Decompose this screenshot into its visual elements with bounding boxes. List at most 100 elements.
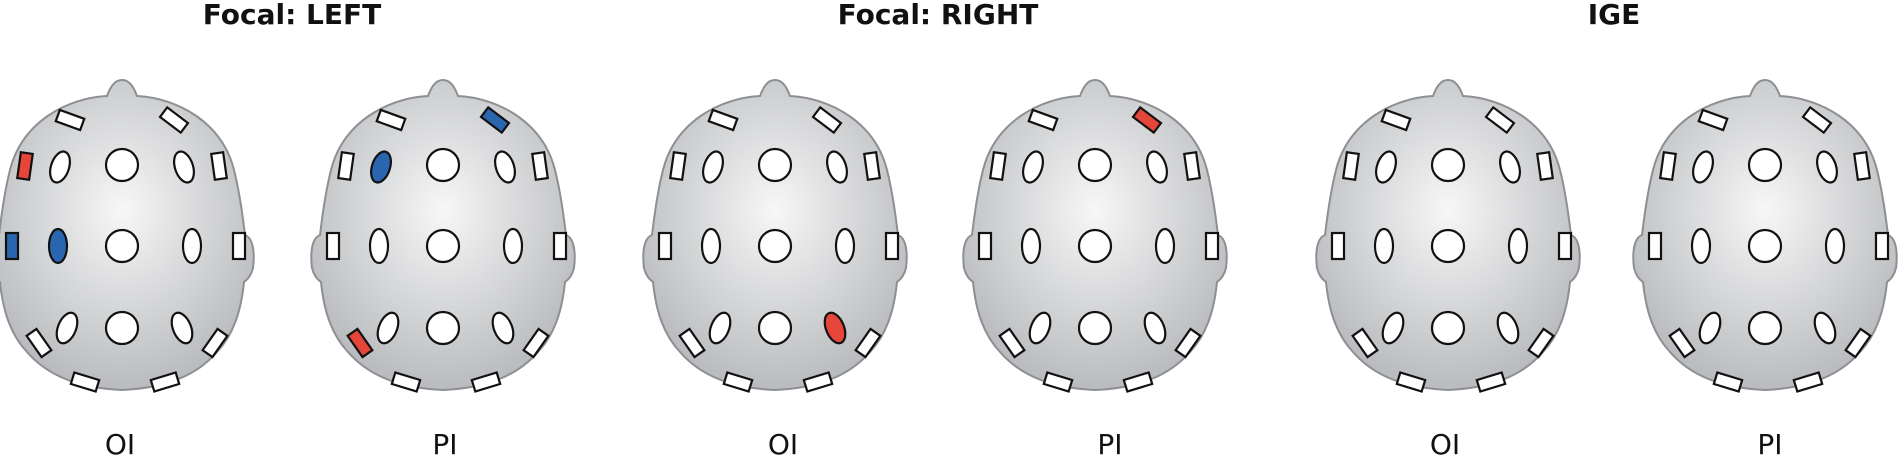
head-svg [310, 78, 576, 393]
electrode-left-lower-diag [1351, 327, 1379, 359]
electrode-center-mid [757, 228, 793, 264]
electrode-center-mid [1077, 228, 1113, 264]
electrode-right-mid-oval [1154, 227, 1176, 265]
electrode-right-ear [231, 231, 247, 261]
electrode-right-back-oval [823, 311, 847, 345]
electrode-left-lower-diag [346, 327, 374, 359]
electrode-right-front-oval [826, 150, 848, 184]
electrode-left-front-oval [370, 150, 392, 184]
electrode-left-mid-oval [1690, 227, 1712, 265]
electrode-left-side-upper [669, 151, 687, 181]
electrode-right-back-oval [491, 311, 515, 345]
head-label-focal-left-pi: PI [432, 428, 458, 461]
electrode-right-lower-diag [201, 327, 229, 359]
electrode-left-side-upper [1659, 151, 1677, 181]
head-label-focal-right-oi: OI [767, 428, 799, 461]
electrode-right-mid-oval [181, 227, 203, 265]
electrode-right-mid-oval [502, 227, 524, 265]
electrode-right-lower-diag [522, 327, 550, 359]
head-svg [1632, 78, 1898, 393]
electrode-right-mid-oval [1507, 227, 1529, 265]
electrode-right-side-upper [531, 151, 549, 181]
electrode-right-side-upper [1536, 151, 1554, 181]
electrode-right-lower-diag [1527, 327, 1555, 359]
electrode-center-front [1077, 147, 1113, 183]
electrode-left-lower-diag [678, 327, 706, 359]
electrode-right-bottom [1122, 371, 1154, 393]
electrode-center-mid [104, 228, 140, 264]
head-diagram-focal-right-oi [640, 78, 910, 395]
electrode-left-mid-oval [1020, 227, 1042, 265]
electrode-left-mid-oval [368, 227, 390, 265]
head-svg [642, 78, 908, 393]
electrode-right-bottom [1792, 371, 1824, 393]
electrode-left-bottom [390, 371, 422, 393]
head-svg [0, 78, 255, 393]
electrode-center-mid [1747, 228, 1783, 264]
electrode-center-mid [1430, 228, 1466, 264]
head-label-ige-pi: PI [1757, 428, 1783, 461]
electrode-center-back [1430, 310, 1466, 346]
electrode-left-side-upper [337, 151, 355, 181]
electrode-right-top [479, 105, 511, 135]
electrode-left-ear [1647, 231, 1663, 261]
electrode-right-lower-diag [1844, 327, 1872, 359]
electrode-left-lower-diag [1668, 327, 1696, 359]
head-label-ige-oi: OI [1429, 428, 1461, 461]
electrode-right-top [158, 105, 190, 135]
head-diagram-focal-right-pi [960, 78, 1230, 395]
electrode-right-top [1131, 105, 1163, 135]
electrode-center-back [1747, 310, 1783, 346]
electrode-left-back-oval [376, 311, 400, 345]
head-diagram-focal-left-oi [0, 78, 257, 395]
electrode-left-ear [977, 231, 993, 261]
electrode-right-bottom [1475, 371, 1507, 393]
electrode-left-side-upper [16, 151, 34, 181]
electrode-right-back-oval [1143, 311, 1167, 345]
electrode-center-back [757, 310, 793, 346]
head-label-focal-left-oi: OI [104, 428, 136, 461]
head-diagram-ige-pi [1630, 78, 1900, 395]
electrode-right-lower-diag [854, 327, 882, 359]
electrode-center-front [104, 147, 140, 183]
electrode-left-front-oval [1022, 150, 1044, 184]
electrode-left-front-oval [49, 150, 71, 184]
electrode-left-top [707, 108, 739, 132]
electrode-left-side-upper [989, 151, 1007, 181]
electrode-right-front-oval [173, 150, 195, 184]
head-svg [1315, 78, 1581, 393]
electrode-right-front-oval [1499, 150, 1521, 184]
group-title-ige: IGE [1587, 0, 1641, 31]
electrode-right-side-upper [863, 151, 881, 181]
electrode-left-mid-oval [700, 227, 722, 265]
electrode-right-side-upper [1183, 151, 1201, 181]
electrode-left-front-oval [1692, 150, 1714, 184]
electrode-right-front-oval [1146, 150, 1168, 184]
head-diagram-ige-oi [1313, 78, 1583, 395]
electrode-left-front-oval [702, 150, 724, 184]
head-label-focal-right-pi: PI [1097, 428, 1123, 461]
electrode-center-mid [425, 228, 461, 264]
electrode-left-top [1380, 108, 1412, 132]
group-title-focal-left: Focal: LEFT [202, 0, 382, 31]
electrode-left-front-oval [1375, 150, 1397, 184]
electrode-left-bottom [1042, 371, 1074, 393]
electrode-left-bottom [722, 371, 754, 393]
electrode-left-mid-oval [47, 227, 69, 265]
electrode-right-side-upper [210, 151, 228, 181]
electrode-center-back [104, 310, 140, 346]
electrode-right-front-oval [494, 150, 516, 184]
electrode-right-back-oval [1496, 311, 1520, 345]
electrode-right-ear [1557, 231, 1573, 261]
electrode-left-side-upper [1342, 151, 1360, 181]
electrode-right-side-upper [1853, 151, 1871, 181]
electrode-left-bottom [1395, 371, 1427, 393]
electrode-left-top [54, 108, 86, 132]
electrode-right-ear [884, 231, 900, 261]
electrode-left-back-oval [1381, 311, 1405, 345]
electrode-right-lower-diag [1174, 327, 1202, 359]
electrode-left-ear [325, 231, 341, 261]
electrode-left-back-oval [55, 311, 79, 345]
electrode-right-bottom [802, 371, 834, 393]
electrode-right-ear [1204, 231, 1220, 261]
